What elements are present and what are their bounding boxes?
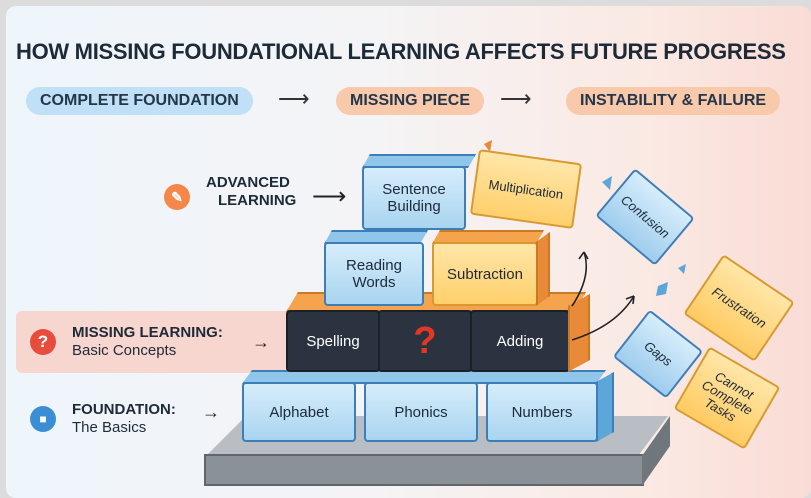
confusion-arrowhead [578, 251, 589, 260]
advanced-learning-label: ADVANCED LEARNING [206, 174, 296, 210]
base-platform-front [204, 454, 644, 486]
adding-to-frustration-arrow [571, 295, 635, 341]
foundation-label: FOUNDATION: The Basics [72, 401, 176, 437]
missing-learning-sub: Basic Concepts [72, 342, 177, 359]
page-title: HOW MISSING FOUNDATIONAL LEARNING AFFECT… [16, 39, 786, 64]
block-missing-question: ? [378, 310, 472, 372]
subtraction-to-confusion-arrow [571, 251, 588, 307]
block-subtraction: Subtraction [432, 242, 538, 306]
flow-step-complete-foundation: COMPLETE FOUNDATION [26, 87, 253, 115]
arrows-overlay [484, 140, 686, 341]
block-sentence-building: Sentence Building [362, 166, 466, 230]
block-alphabet: Alphabet [242, 382, 356, 442]
advanced-line-1: ADVANCED [206, 174, 290, 191]
advanced-line-2: LEARNING [218, 192, 297, 209]
foundation-sub: The Basics [72, 419, 147, 436]
missing-learning-band [16, 311, 336, 373]
block-phonics: Phonics [364, 382, 478, 442]
missing-arrow: → [252, 332, 270, 352]
flow-step-missing-piece: MISSING PIECE [336, 87, 485, 115]
flow-arrow-1: ⟶ [278, 86, 310, 111]
block-spelling: Spelling [286, 310, 380, 372]
missing-learning-title: MISSING LEARNING: [72, 324, 223, 341]
shard-1 [602, 176, 612, 190]
foundation-arrow: → [202, 402, 220, 422]
blocks-icon: ■ [30, 406, 56, 432]
foundation-title: FOUNDATION: [72, 401, 176, 418]
flow-arrow-2: ⟶ [500, 86, 532, 111]
flow-step-instability-failure: INSTABILITY & FAILURE [566, 87, 781, 115]
block-reading-words: Reading Words [324, 242, 424, 306]
adding-arrowhead [625, 295, 635, 305]
block-adding: Adding [470, 310, 570, 372]
shard-2 [656, 282, 668, 296]
block-numbers: Numbers [486, 382, 598, 442]
shard-3 [678, 264, 686, 274]
shard-4 [484, 140, 492, 152]
missing-learning-label: MISSING LEARNING: Basic Concepts [72, 324, 223, 360]
infographic-panel: HOW MISSING FOUNDATIONAL LEARNING AFFECT… [6, 6, 811, 498]
pencil-book-icon: ✎ [164, 184, 190, 210]
question-icon: ? [30, 329, 56, 355]
advanced-arrow: ⟶ [312, 183, 347, 210]
